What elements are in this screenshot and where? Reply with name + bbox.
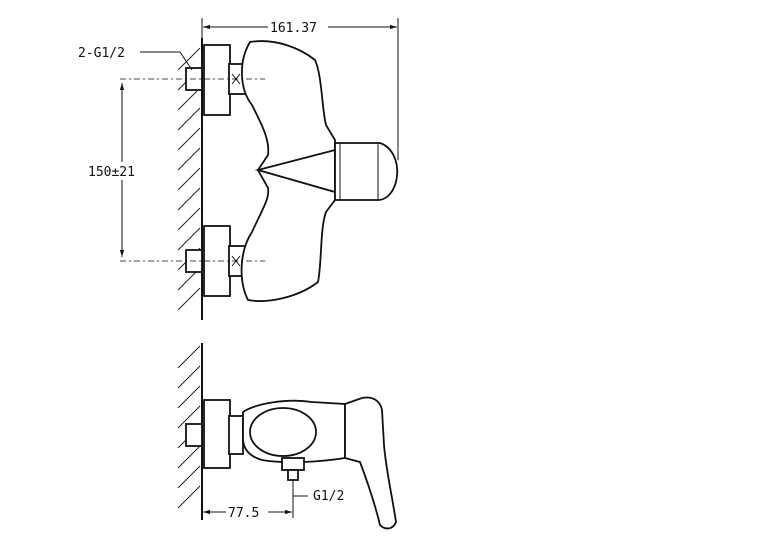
wall-offset-label-bg bbox=[226, 504, 268, 520]
inlet-spacing-label: 150±21 bbox=[88, 165, 135, 180]
side-outlet-thread bbox=[287, 469, 299, 481]
outlet-thread-label: G1/2 bbox=[313, 489, 344, 504]
inlet-thread-leader bbox=[179, 51, 193, 71]
inlet-spacing-label-bg bbox=[86, 162, 158, 180]
side-inlet-pipe bbox=[185, 423, 203, 447]
handle-cap-top bbox=[334, 142, 399, 201]
side-handle-lever bbox=[344, 396, 397, 530]
side-outlet-connector bbox=[281, 457, 305, 471]
side-connector-flange bbox=[203, 399, 231, 469]
side-view: G1/2 77.5 bbox=[177, 343, 397, 530]
overall-width-label: 161.37 bbox=[270, 21, 317, 36]
wall-offset-label: 77.5 bbox=[228, 506, 259, 521]
top-view: 150±21 2-G1/2 161.37 bbox=[78, 18, 399, 320]
side-connector-nut bbox=[228, 415, 244, 455]
side-wall-hatching bbox=[177, 345, 201, 509]
overall-width-label-bg bbox=[268, 19, 328, 35]
inlet-thread-label: 2-G1/2 bbox=[78, 46, 125, 61]
side-oval-cap bbox=[249, 407, 317, 457]
